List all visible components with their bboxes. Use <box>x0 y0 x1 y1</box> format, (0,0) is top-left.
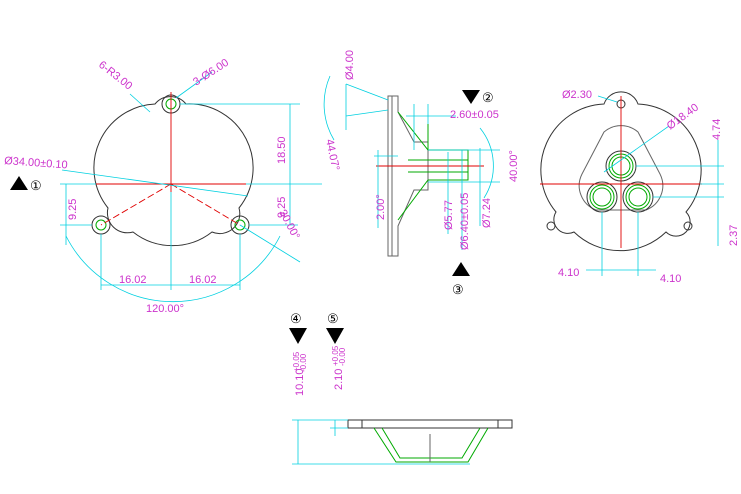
back-tube-left-inner <box>592 187 612 207</box>
bottom-dim-height-2-10: 2.10 <box>333 369 345 390</box>
side-view: Ø4.00 44.07° 2.60±0.05 40.00° 2.00° Ø5.7… <box>323 50 520 297</box>
view-marker-4-label: ④ <box>290 311 302 326</box>
dim-30-leader <box>239 224 301 263</box>
side-dia4-ext-top <box>345 83 389 101</box>
side-dim-offset-2-60: 2.60±0.05 <box>450 109 499 121</box>
bottom-plate-right-lip <box>497 419 513 429</box>
dim-height-9-25-left: 9.25 <box>67 199 79 220</box>
view-marker-1-arrow <box>10 176 28 190</box>
bottom-dim-tol-2-lower: -0.00 <box>338 347 347 366</box>
dim-diameter-34: Ø34.00±0.10 <box>4 155 68 171</box>
holes-leader <box>175 71 213 99</box>
side-dim-dia-5-77: Ø5.77 <box>443 200 455 230</box>
view-marker-3-arrow <box>452 262 470 276</box>
side-dim-angle-44: 44.07° <box>323 138 341 172</box>
dim-height-18-50: 18.50 <box>276 136 288 164</box>
bottom-dim-height-10-10: 10.10 <box>294 368 306 396</box>
bottom-body-inner <box>381 427 481 459</box>
side-angle-44-arc <box>323 75 335 141</box>
back-dim-4-74: 4.74 <box>711 119 723 140</box>
back-tube-right-ring <box>625 184 651 210</box>
side-body <box>387 95 429 257</box>
bottom-view: 10.10 +0.05 -0.00 2.10 +0.05 -0.00 ④ ⑤ <box>289 311 513 465</box>
dim-half-width-right: 16.02 <box>189 274 217 286</box>
dim-angle-120: 120.00° <box>146 303 184 315</box>
dim-corner-radius: 6-R3.00 <box>96 59 134 93</box>
back-outline <box>540 91 702 252</box>
side-dia4-ext-bottom <box>345 109 389 117</box>
front-outline <box>93 96 254 247</box>
back-tube-left-ring <box>589 184 615 210</box>
back-tube-left-outer <box>586 181 618 213</box>
back-dim-spacing-right: 4.10 <box>660 273 681 285</box>
back-inner-lobes <box>578 125 664 211</box>
view-marker-5-label: ⑤ <box>327 311 339 326</box>
view-marker-2-label: ② <box>482 90 494 105</box>
back-dim-spacing-left: 4.10 <box>558 267 579 279</box>
view-marker-2-arrow <box>462 90 480 104</box>
bottom-dim-tol-1-upper: +0.05 <box>292 351 301 372</box>
back-dia-18-40-leader <box>603 125 670 173</box>
back-tube-right-inner <box>628 187 648 207</box>
side-angle-40-arc <box>479 127 494 199</box>
radius-leader <box>129 93 151 113</box>
center-to-right-hole <box>170 183 241 226</box>
side-dim-dia-6-40: Ø6.40±0.05 <box>459 193 471 250</box>
dim-holes: 3-Ø6.00 <box>191 57 231 89</box>
bottom-dim-tol-2-upper: +0.05 <box>331 345 340 366</box>
bottom-body <box>373 427 489 463</box>
back-dim-dia-18-40: Ø18.40 <box>665 102 701 133</box>
center-to-left-hole <box>100 183 172 226</box>
bottom-plate <box>347 419 513 429</box>
back-tube-right-outer <box>622 181 654 213</box>
bottom-dim-tol-1-lower: -0.00 <box>299 353 308 372</box>
left-hole-inner <box>95 219 107 231</box>
dim-height-9-25-right: 9.25 <box>276 197 288 218</box>
dia-34-leader <box>61 169 249 197</box>
back-dia-2-30-leader <box>597 95 618 103</box>
side-dim-thickness: 2.00° <box>375 194 387 220</box>
dim-half-width-left: 16.02 <box>119 274 147 286</box>
back-dim-2-37: 2.37 <box>728 225 740 246</box>
view-marker-5-arrow <box>326 328 344 344</box>
right-hole-inner <box>234 219 246 231</box>
back-left-small-hole <box>546 221 556 231</box>
side-dim-dia-4: Ø4.00 <box>344 50 356 80</box>
back-right-small-hole <box>683 221 693 231</box>
back-view: Ø2.30 Ø18.40 4.74 2.37 4.10 4.10 <box>540 89 740 285</box>
front-view: 6-R3.00 3-Ø6.00 Ø34.00±0.10 18.50 9.25 9… <box>4 57 322 315</box>
side-dim-dia-7-24: Ø7.24 <box>481 198 493 228</box>
back-dim-dia-2-30: Ø2.30 <box>562 89 592 101</box>
view-marker-1-label: ① <box>30 178 42 193</box>
view-marker-4-arrow <box>289 328 307 344</box>
side-dim-angle-40: 40.00° <box>508 150 520 182</box>
side-nozzle <box>397 111 469 221</box>
view-marker-3-label: ③ <box>452 282 464 297</box>
dim-120-arc <box>65 235 281 302</box>
bottom-plate-left-lip <box>347 419 363 429</box>
